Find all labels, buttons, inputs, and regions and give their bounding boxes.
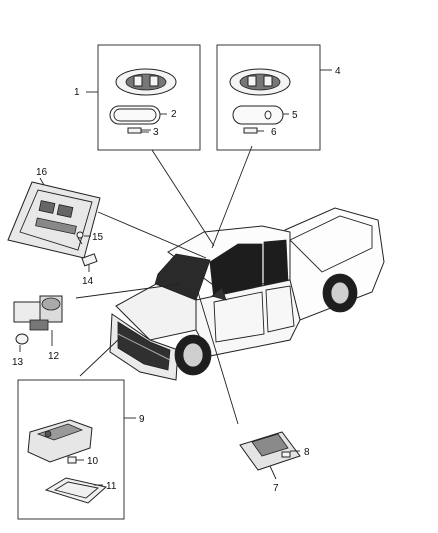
callout-6: 6: [271, 127, 277, 138]
callout-12: 12: [48, 351, 60, 362]
lamp-lens-2: [109, 105, 161, 125]
callout-3: 3: [153, 127, 159, 138]
leader-lines: [75, 145, 253, 425]
callout-numbers: 1 2 3 4 5 6 7 8 9 10 11 12 13 14 15 16: [12, 66, 341, 494]
underhood-lamp-7: [239, 431, 301, 480]
callout-1: 1: [74, 87, 80, 98]
pickup-truck: [109, 207, 385, 381]
callout-7: 7: [273, 483, 279, 494]
callout-13: 13: [12, 357, 24, 368]
clip-15: [76, 231, 91, 245]
bulb-13: [15, 333, 29, 352]
bulb-3: [127, 127, 151, 134]
callout-10: 10: [87, 456, 99, 467]
lens-11: [44, 477, 108, 504]
group-box-4: [216, 44, 332, 151]
callout-8: 8: [304, 447, 310, 458]
callout-2: 2: [171, 109, 177, 120]
callout-box-9: [17, 379, 125, 520]
bulb-6: [243, 127, 258, 134]
group-box-1: [86, 44, 201, 151]
callout-11: 11: [106, 481, 117, 492]
callout-5: 5: [292, 110, 298, 121]
lamp-lens-5: [232, 105, 284, 125]
dome-lamp-housing-1: [115, 68, 177, 96]
cargo-lamp-housing-9: [27, 419, 93, 463]
callout-14: 14: [82, 276, 94, 287]
group-box-9: [17, 379, 136, 520]
callout-16: 16: [36, 167, 48, 178]
dome-lamp-housing-4: [229, 68, 291, 96]
callout-box-4: [216, 44, 321, 151]
callout-9: 9: [139, 414, 145, 425]
front-wheel: [174, 334, 212, 376]
switch-14: [81, 253, 98, 272]
rear-wheel: [322, 273, 358, 313]
reading-lamp-12: [13, 295, 63, 346]
overhead-console-16: [7, 177, 101, 259]
callout-4: 4: [335, 66, 341, 77]
callout-15: 15: [92, 232, 104, 243]
callout-box-1: [97, 44, 201, 151]
bulb-10: [67, 456, 77, 464]
